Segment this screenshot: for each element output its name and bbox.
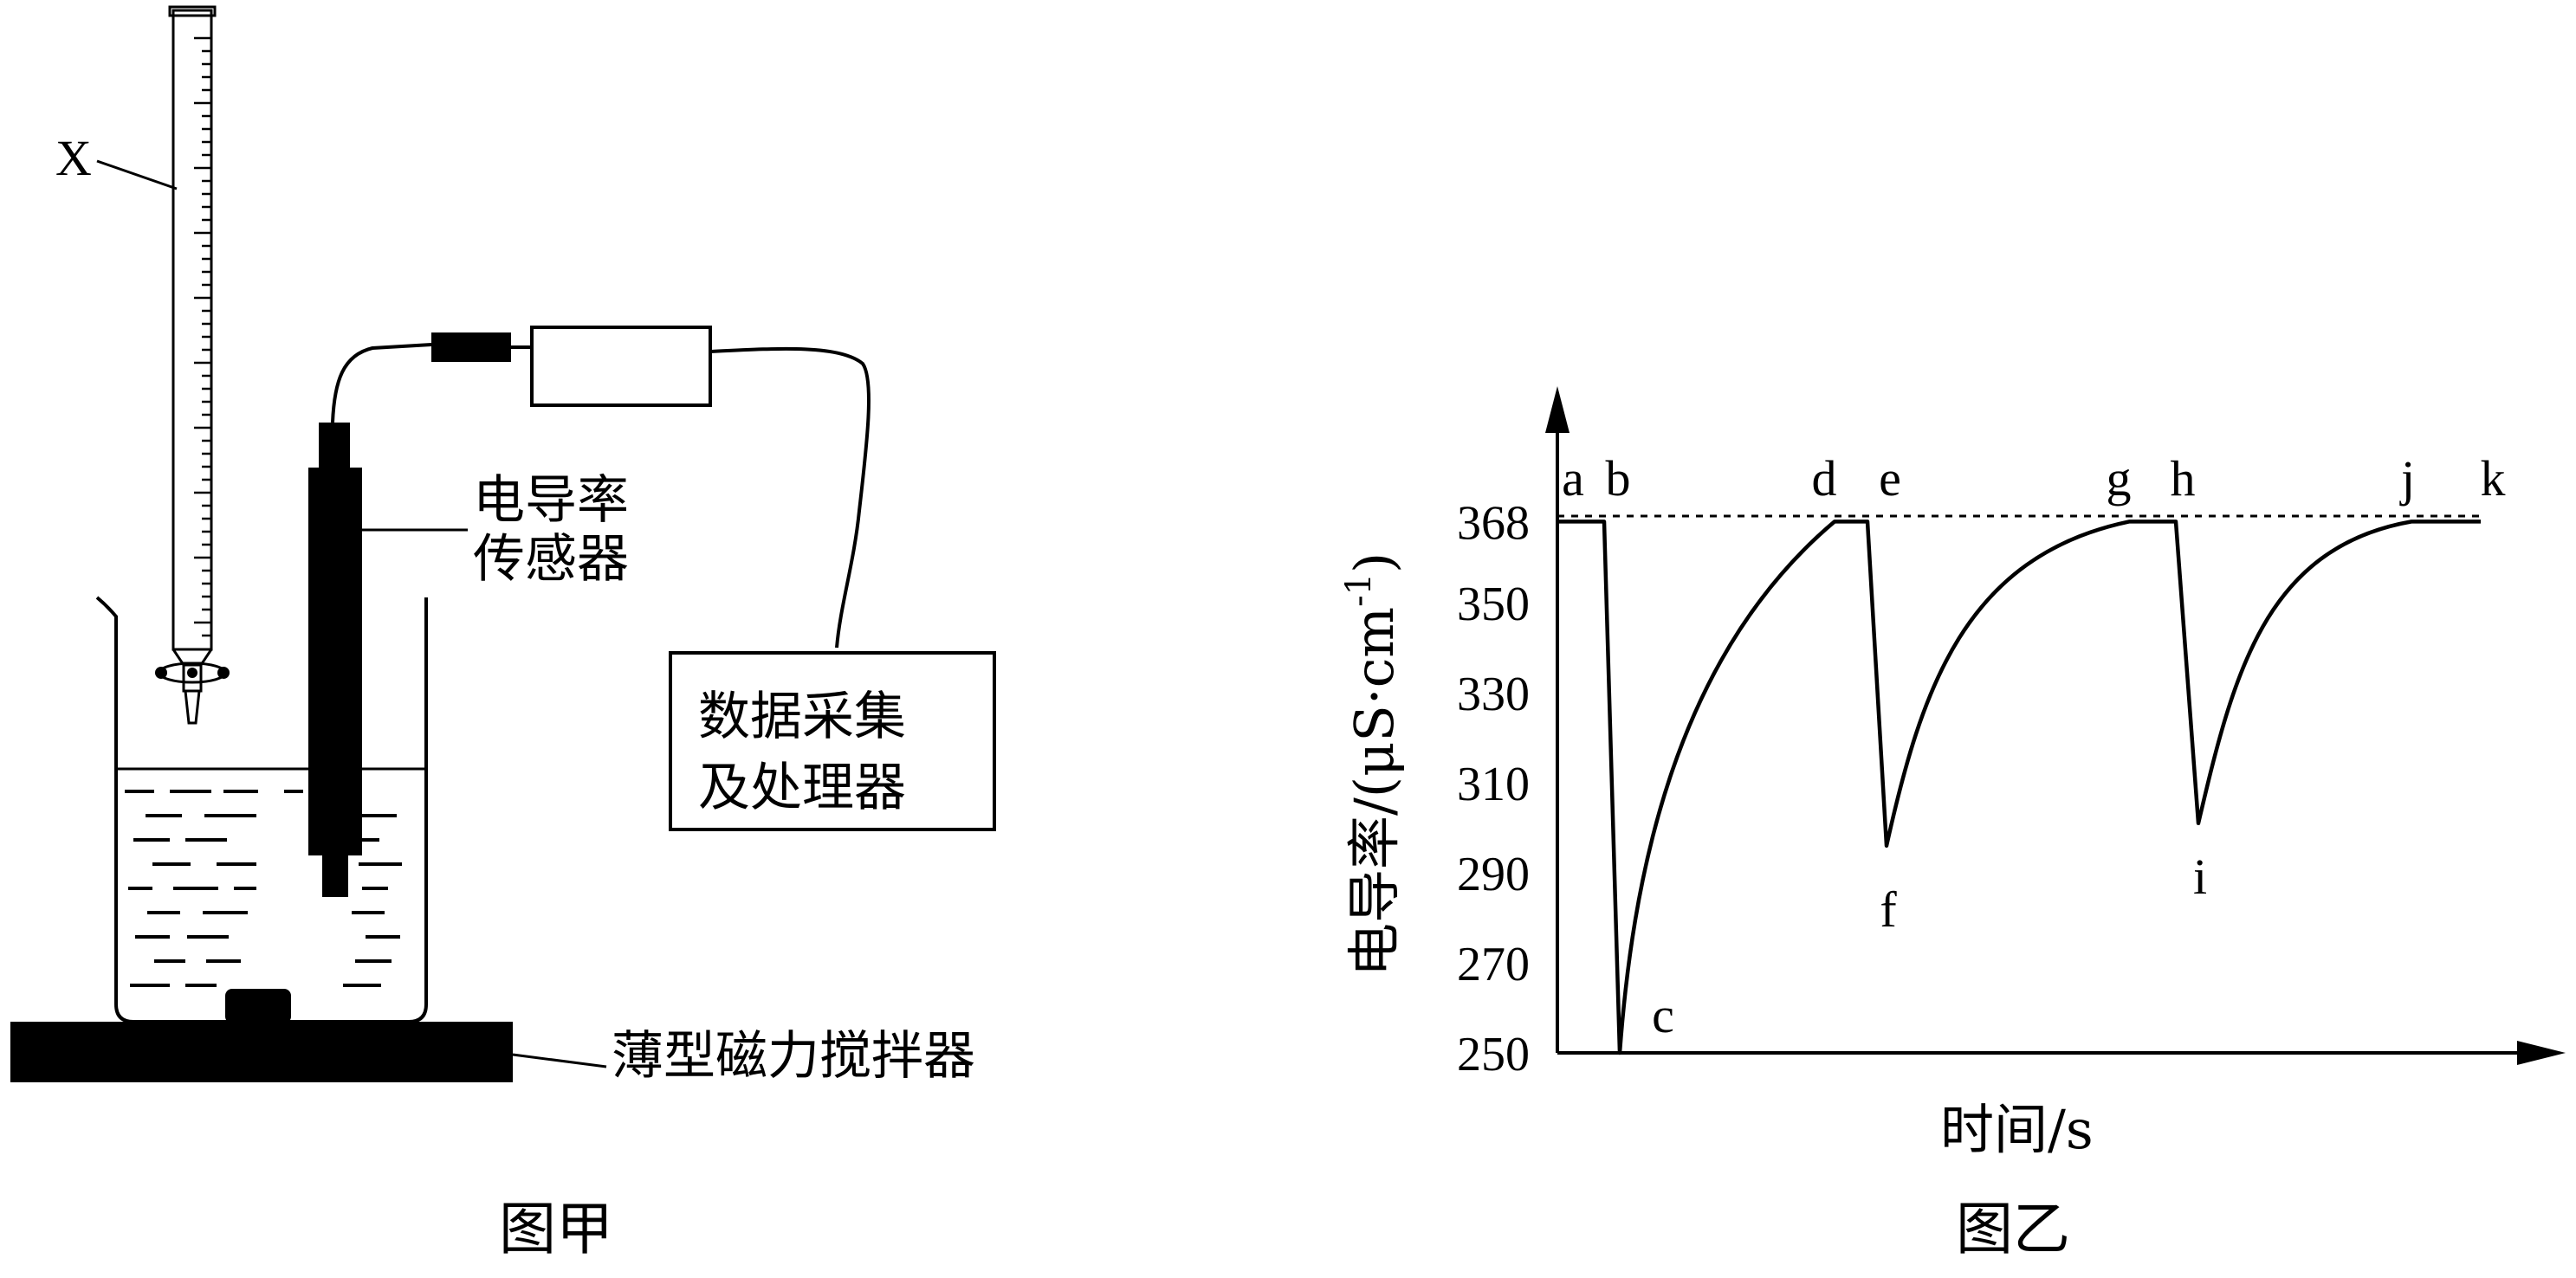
y-tick-label: 310 bbox=[1457, 758, 1530, 811]
y-tick-label: 368 bbox=[1457, 496, 1530, 550]
y-axis-title-cn: 电导率 bbox=[1343, 816, 1406, 977]
y-axis-title-sup: -1 bbox=[1339, 573, 1379, 607]
y-tick-label: 250 bbox=[1457, 1028, 1530, 1081]
processor-label-line1: 数据采集 bbox=[698, 687, 906, 747]
conductivity-curve bbox=[1559, 520, 2481, 1055]
stir-bar bbox=[225, 989, 291, 1023]
sensor-cable bbox=[331, 343, 432, 423]
caption-figure-a: 图甲 bbox=[499, 1196, 613, 1262]
processor-label-line2: 及处理器 bbox=[698, 758, 906, 818]
y-axis-title-close: ) bbox=[1343, 552, 1406, 573]
point-label-i: i bbox=[2193, 849, 2207, 905]
conductivity-sensor bbox=[308, 423, 362, 897]
liquid-hatching bbox=[125, 790, 402, 987]
point-label-e: e bbox=[1879, 450, 1901, 507]
y-axis-title-unit: /(μS·cm bbox=[1343, 607, 1406, 816]
caption-figure-b: 图乙 bbox=[1956, 1196, 2070, 1262]
point-label-k: k bbox=[2481, 450, 2506, 507]
stirrer-label: 薄型磁力搅拌器 bbox=[612, 1026, 975, 1087]
x-axis-arrow bbox=[2517, 1041, 2566, 1065]
sensor-label-line2: 传感器 bbox=[473, 529, 629, 590]
y-tick-label: 350 bbox=[1457, 578, 1530, 631]
y-tick-label: 330 bbox=[1457, 668, 1530, 721]
point-label-f: f bbox=[1880, 881, 1897, 938]
point-label-b: b bbox=[1606, 450, 1631, 507]
svg-text:电导率/(μS·cm-1): 电导率/(μS·cm-1) bbox=[1339, 552, 1406, 977]
stopcock bbox=[155, 662, 230, 693]
processor-cable bbox=[709, 346, 871, 649]
point-label-d: d bbox=[1812, 450, 1837, 507]
apparatus-diagram: X 电导率 传感器 数据采集 bbox=[10, 5, 996, 1262]
x-axis-title: 时间/s bbox=[1940, 1098, 2094, 1161]
y-axis-title: 电导率/(μS·cm-1) bbox=[1339, 552, 1406, 977]
burette-leader-line bbox=[96, 159, 178, 190]
burette bbox=[155, 5, 230, 725]
data-processor: 数据采集 及处理器 bbox=[669, 651, 996, 831]
point-label-g: g bbox=[2107, 450, 2132, 507]
beaker bbox=[95, 596, 428, 1023]
y-tick-label: 290 bbox=[1457, 848, 1530, 901]
y-axis-arrow bbox=[1545, 386, 1570, 433]
point-label-h: h bbox=[2171, 450, 2196, 507]
sensor-label-line1: 电导率 bbox=[473, 470, 629, 531]
burette-label: X bbox=[55, 130, 92, 186]
point-label-j: j bbox=[2399, 450, 2415, 507]
point-label-a: a bbox=[1562, 450, 1584, 507]
signal-module bbox=[530, 326, 712, 407]
magnetic-stirrer bbox=[10, 1022, 513, 1082]
cable-connector bbox=[431, 332, 511, 362]
y-tick-label: 270 bbox=[1457, 938, 1530, 991]
point-label-c: c bbox=[1652, 987, 1674, 1043]
stirrer-leader-line bbox=[512, 1053, 607, 1068]
